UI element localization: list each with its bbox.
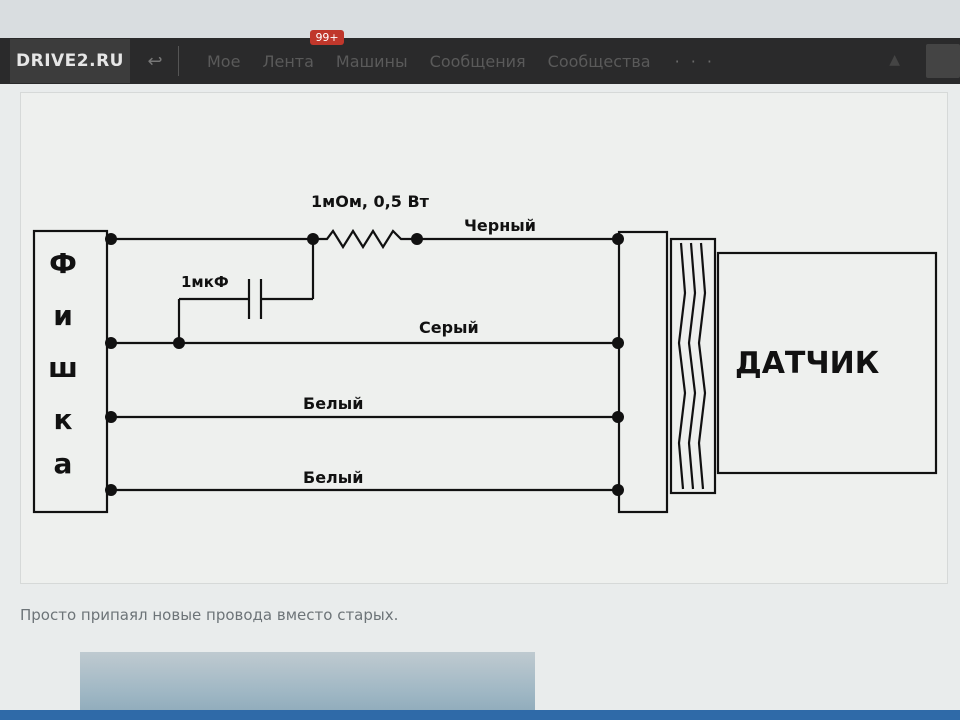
wire-label-white-1: Белый <box>303 394 363 413</box>
wire-label-grey: Серый <box>419 318 479 337</box>
connector-letter: и <box>53 299 73 332</box>
connector-block <box>32 229 109 514</box>
wire-label-black: Черный <box>464 216 536 235</box>
notification-badge: 99+ <box>310 29 344 45</box>
junction-dot <box>307 233 319 245</box>
resistor-symbol <box>313 228 417 250</box>
nav-item-feed[interactable]: Лента 99+ <box>262 29 344 71</box>
connector-letter: Ф <box>49 247 77 280</box>
junction-dot <box>411 233 423 245</box>
avatar[interactable] <box>926 44 960 78</box>
more-menu-icon[interactable]: · · · <box>674 51 715 71</box>
wiring-diagram-svg: Ф и ш к а 1мОм, 0,5 Вт 1мкФ Черный Серый… <box>32 192 938 514</box>
post-caption: Просто припаял новые провода вместо стар… <box>20 606 399 624</box>
capacitor-label: 1мкФ <box>181 273 229 291</box>
sensor-thread <box>669 237 717 495</box>
junction-dot <box>612 411 624 423</box>
nav-divider <box>178 46 179 76</box>
nav-item-mine[interactable]: Мое <box>207 51 241 71</box>
post-content: Ф и ш к а 1мОм, 0,5 Вт 1мкФ Черный Серый… <box>0 84 960 720</box>
connector-letter: ш <box>48 351 78 384</box>
junction-dot <box>105 484 117 496</box>
bell-icon[interactable]: ▲ <box>889 52 900 68</box>
junction-dot <box>105 233 117 245</box>
site-logo[interactable]: DRIVE2.RU <box>10 39 130 83</box>
sensor-body <box>716 251 938 475</box>
os-taskbar <box>0 710 960 720</box>
nav-item-cars[interactable]: Машины <box>335 51 408 71</box>
junction-dot <box>612 233 624 245</box>
connector-letter: а <box>54 447 73 480</box>
sensor-plug <box>617 230 669 514</box>
nav-item-messages[interactable]: Сообщения <box>429 51 526 71</box>
resistor-label: 1мОм, 0,5 Вт <box>311 192 430 211</box>
junction-dot <box>173 337 185 349</box>
connector-letter: к <box>53 403 72 436</box>
junction-dot <box>612 484 624 496</box>
wiring-diagram: Ф и ш к а 1мОм, 0,5 Вт 1мкФ Черный Серый… <box>20 92 948 584</box>
junction-dot <box>105 337 117 349</box>
sensor-label: ДАТЧИК <box>735 346 880 381</box>
post-photo-preview[interactable] <box>80 652 535 720</box>
wire-label-white-2: Белый <box>303 468 363 487</box>
nav-item-feed-label: Лента <box>262 51 314 71</box>
junction-dot <box>105 411 117 423</box>
nav-item-communities[interactable]: Сообщества <box>547 51 651 71</box>
junction-dot <box>612 337 624 349</box>
top-navigation-bar: DRIVE2.RU ↩ Мое Лента 99+ Машины Сообщен… <box>0 29 960 84</box>
back-arrow-icon[interactable]: ↩ <box>147 50 163 72</box>
